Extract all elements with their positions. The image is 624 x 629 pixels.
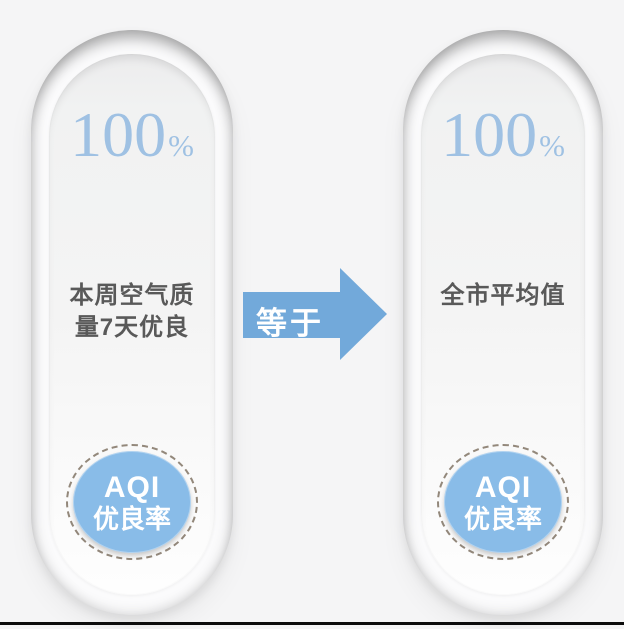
right-value-unit: % — [539, 128, 565, 163]
right-value-number: 100 — [441, 99, 538, 170]
right-card-value: 100% — [421, 100, 585, 181]
slide-bottom-edge — [0, 622, 624, 625]
right-card: 100% 全市平均值 AQI 优良率 — [403, 30, 603, 615]
equals-arrow: 等于 — [240, 262, 390, 364]
right-aqi-badge: AQI 优良率 — [437, 444, 569, 560]
right-card-label-text: 全市平均值 — [440, 282, 566, 309]
left-badge-title: AQI — [103, 470, 161, 504]
left-badge-circle: AQI 优良率 — [73, 451, 191, 553]
right-card-panel: 100% 全市平均值 AQI 优良率 — [421, 54, 585, 595]
right-badge-dashed-ring — [437, 444, 569, 560]
right-badge-subtitle: 优良率 — [463, 503, 542, 534]
right-badge-circle: AQI 优良率 — [444, 451, 562, 553]
left-badge-subtitle: 优良率 — [92, 503, 171, 534]
left-badge-dashed-ring — [66, 444, 198, 560]
left-aqi-badge: AQI 优良率 — [66, 444, 198, 560]
right-badge-title: AQI — [474, 470, 532, 504]
left-card-label-line2: 量7天优良 — [74, 314, 190, 341]
equals-arrow-label: 等于 — [256, 306, 324, 341]
left-card: 100% 本周空气质 量7天优良 AQI 优良率 — [31, 30, 233, 615]
left-value-number: 100 — [70, 99, 167, 170]
right-arrow-icon — [243, 268, 387, 360]
left-card-label: 本周空气质 量7天优良 — [49, 280, 215, 344]
left-card-value: 100% — [49, 100, 215, 181]
left-card-panel: 100% 本周空气质 量7天优良 AQI 优良率 — [49, 54, 215, 595]
left-value-unit: % — [168, 128, 194, 163]
right-card-label: 全市平均值 — [421, 280, 585, 312]
left-card-label-line1: 本周空气质 — [69, 282, 195, 309]
